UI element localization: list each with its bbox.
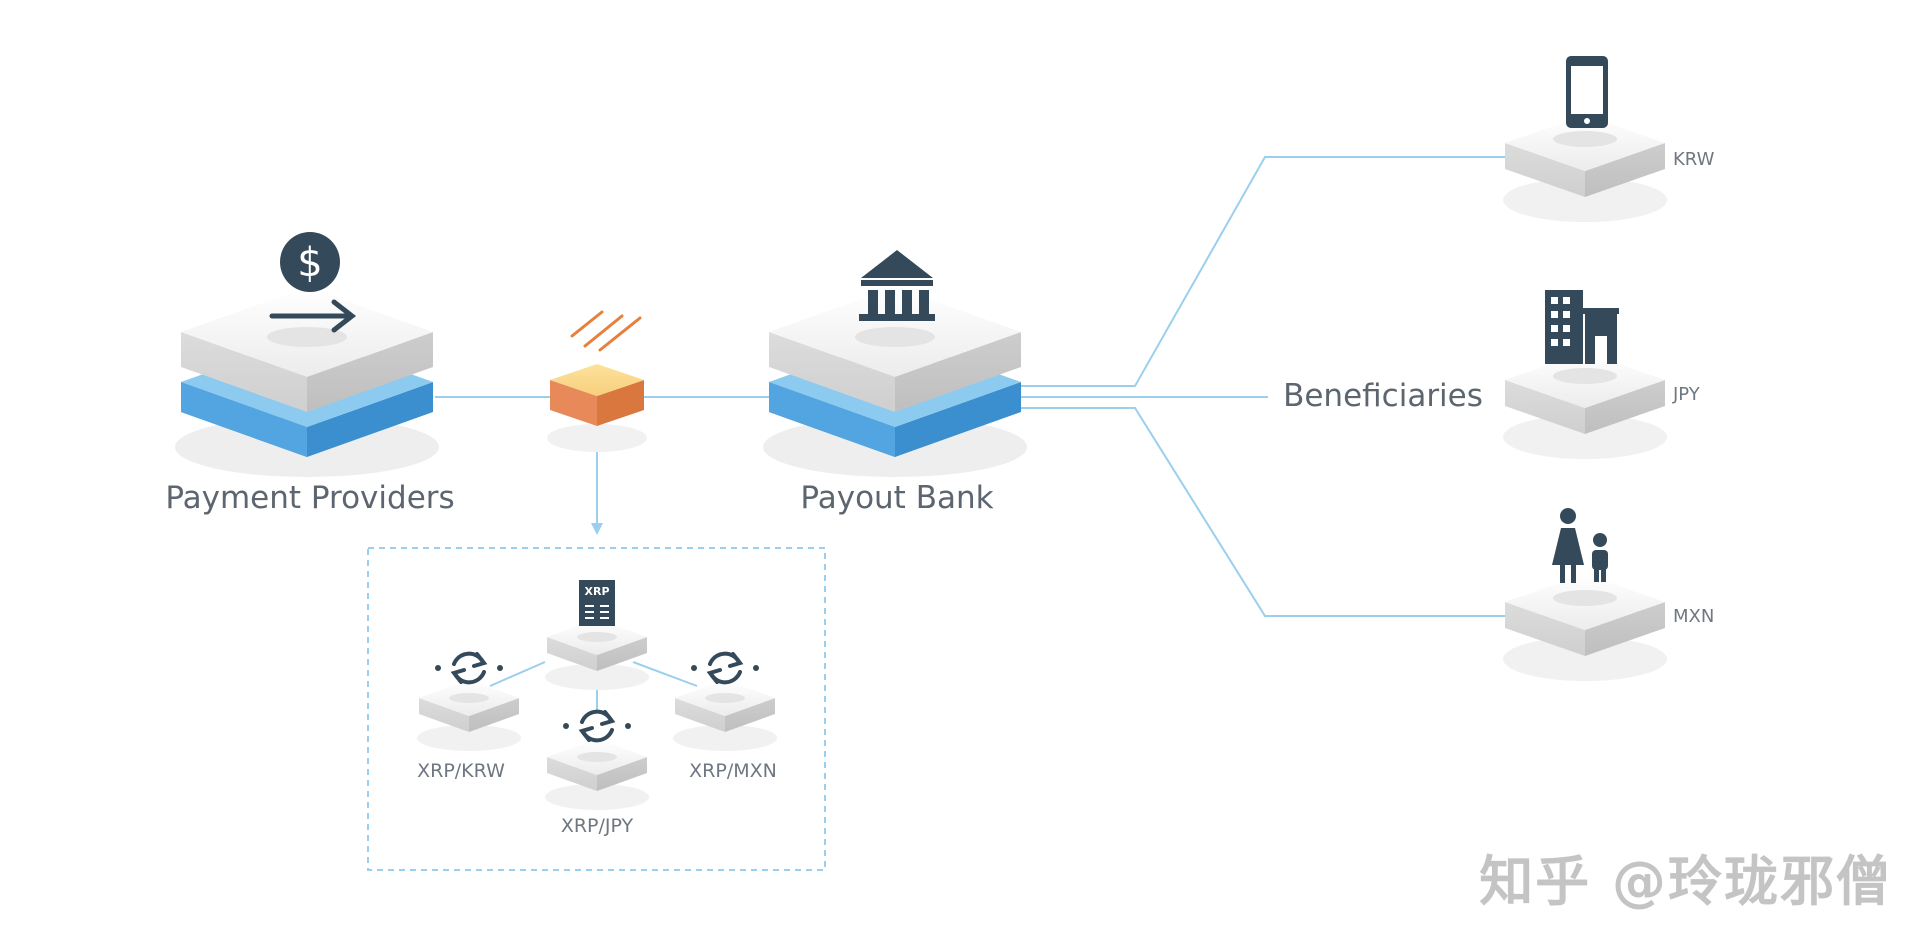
bank-building-icon [859,250,935,321]
xrp-ledger-platform [545,619,649,690]
mobile-phone-icon [1566,56,1608,128]
arrow-right-icon [269,299,357,333]
exchange-cycle-icon [435,651,503,685]
mxn-platform [1503,574,1667,681]
arrow-down-head [591,523,603,535]
watermark-text: 知乎 @玲珑邪僧 [1479,850,1892,913]
line-bank-to-krw [1020,156,1505,387]
svg-text:$: $ [297,240,322,286]
beneficiaries-label: Beneficiaries [1283,378,1483,414]
xrp-mxn-platform [673,680,777,751]
exchange-cycle-icon [691,651,759,685]
line-bank-to-mxn [1020,407,1505,617]
xrp-jpy-platform [545,739,649,810]
people-icon [1552,508,1608,583]
payout-bank-platform [763,287,1027,477]
pair-xrp-krw-label: XRP/KRW [417,760,505,782]
speed-lines-icon [570,310,642,352]
payment-providers-platform [175,287,439,477]
payment-providers-label: Payment Providers [165,480,454,516]
pair-xrp-jpy-label: XRP/JPY [561,815,634,837]
krw-platform [1503,115,1667,222]
currency-mxn-label: MXN [1673,606,1714,627]
exchange-dashed-box [367,547,826,871]
currency-krw-label: KRW [1673,149,1715,170]
jpy-platform [1503,352,1667,459]
currency-jpy-label: JPY [1672,384,1701,405]
xrp-badge-text: XRP [584,585,609,598]
xrp-ledger-icon: XRP [579,580,615,626]
orange-block-icon [547,364,647,452]
dollar-coin-icon: $ [280,232,340,292]
payout-bank-label: Payout Bank [800,480,993,516]
pair-xrp-mxn-label: XRP/MXN [689,760,777,782]
xrp-krw-platform [417,680,521,751]
exchange-cycle-icon [563,709,631,743]
office-building-icon [1545,290,1619,364]
flow-lines [435,156,1505,617]
